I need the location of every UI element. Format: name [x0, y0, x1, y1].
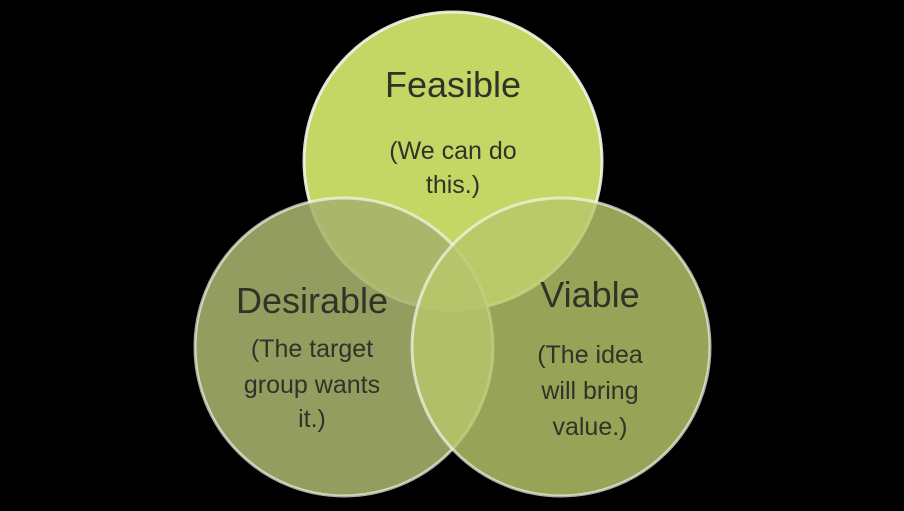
desirable-line-3: it.) — [298, 405, 326, 433]
desirable-line-2: group wants — [243, 371, 381, 399]
viable-line-3: value.) — [552, 413, 628, 441]
feasible-line-2: this.) — [425, 171, 481, 199]
feasible-title: Feasible — [384, 64, 522, 105]
feasible-line-1: (We can do — [389, 137, 517, 165]
viable-circle — [410, 196, 712, 498]
viable-title: Viable — [540, 274, 640, 315]
desirable-line-1: (The target — [250, 335, 374, 363]
viable-line-1: (The idea — [537, 341, 643, 369]
desirable-title: Desirable — [235, 280, 389, 321]
viable-line-2: will bring — [541, 377, 639, 405]
